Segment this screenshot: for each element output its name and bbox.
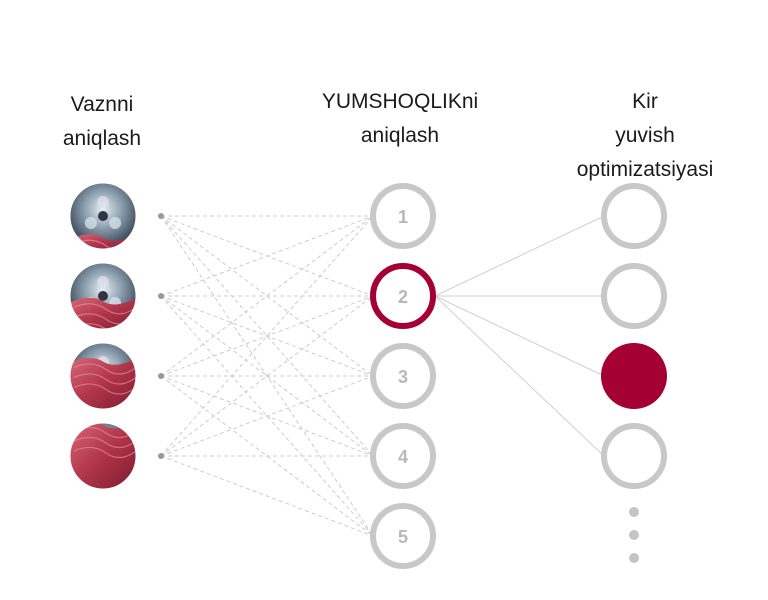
drum-icon xyxy=(70,423,136,489)
softness-number: 2 xyxy=(398,287,408,307)
softness-number: 1 xyxy=(398,207,408,227)
ellipsis-icon xyxy=(629,507,639,563)
optimization-node xyxy=(601,343,667,409)
dashed-edge xyxy=(160,295,374,457)
solid-edges xyxy=(434,215,605,457)
dashed-edge xyxy=(160,215,374,457)
ellipsis-dot xyxy=(629,553,639,563)
dashed-edges xyxy=(160,215,374,537)
dashed-edge xyxy=(160,215,374,297)
weight-nodes xyxy=(69,182,164,490)
weight-node-load-full xyxy=(69,422,137,490)
dashed-edge xyxy=(160,375,374,537)
drum-icon xyxy=(70,263,136,329)
optimization-node xyxy=(601,263,667,329)
dashed-edge xyxy=(160,295,374,537)
connector-dot xyxy=(158,453,164,459)
laundry-fill xyxy=(70,423,136,489)
dashed-edge xyxy=(160,375,374,457)
laundry-fill xyxy=(70,297,136,329)
dashed-edge xyxy=(160,295,374,377)
softness-number: 3 xyxy=(398,367,408,387)
solid-edge xyxy=(434,215,605,297)
ellipsis-dot xyxy=(629,530,639,540)
connector-dot xyxy=(158,213,164,219)
dashed-edge xyxy=(160,215,374,377)
softness-number: 5 xyxy=(398,527,408,547)
dashed-edge xyxy=(160,215,374,457)
softness-node-3: 3 xyxy=(370,343,436,409)
softness-node-4: 4 xyxy=(370,423,436,489)
drum-icon xyxy=(70,343,136,409)
ellipsis-dot xyxy=(629,507,639,517)
optimization-node xyxy=(601,423,667,489)
solid-edge xyxy=(434,295,605,377)
laundry-fill xyxy=(70,357,136,409)
optimization-nodes xyxy=(601,183,667,489)
solid-edge xyxy=(434,295,605,457)
optimization-node xyxy=(601,183,667,249)
softness-nodes: 1 2 3 4 5 xyxy=(370,183,436,569)
weight-node-load-high xyxy=(69,342,137,410)
softness-node-1: 1 xyxy=(370,183,436,249)
dashed-edge xyxy=(160,455,374,537)
softness-node-5: 5 xyxy=(370,503,436,569)
weight-node-load-medium xyxy=(69,262,137,330)
dashed-edge xyxy=(160,295,374,457)
softness-number: 4 xyxy=(398,447,408,467)
connector-dot xyxy=(158,293,164,299)
softness-node-2: 2 xyxy=(370,263,436,329)
connector-dot xyxy=(158,373,164,379)
dashed-edge xyxy=(160,215,374,377)
weight-node-load-low xyxy=(69,182,137,250)
